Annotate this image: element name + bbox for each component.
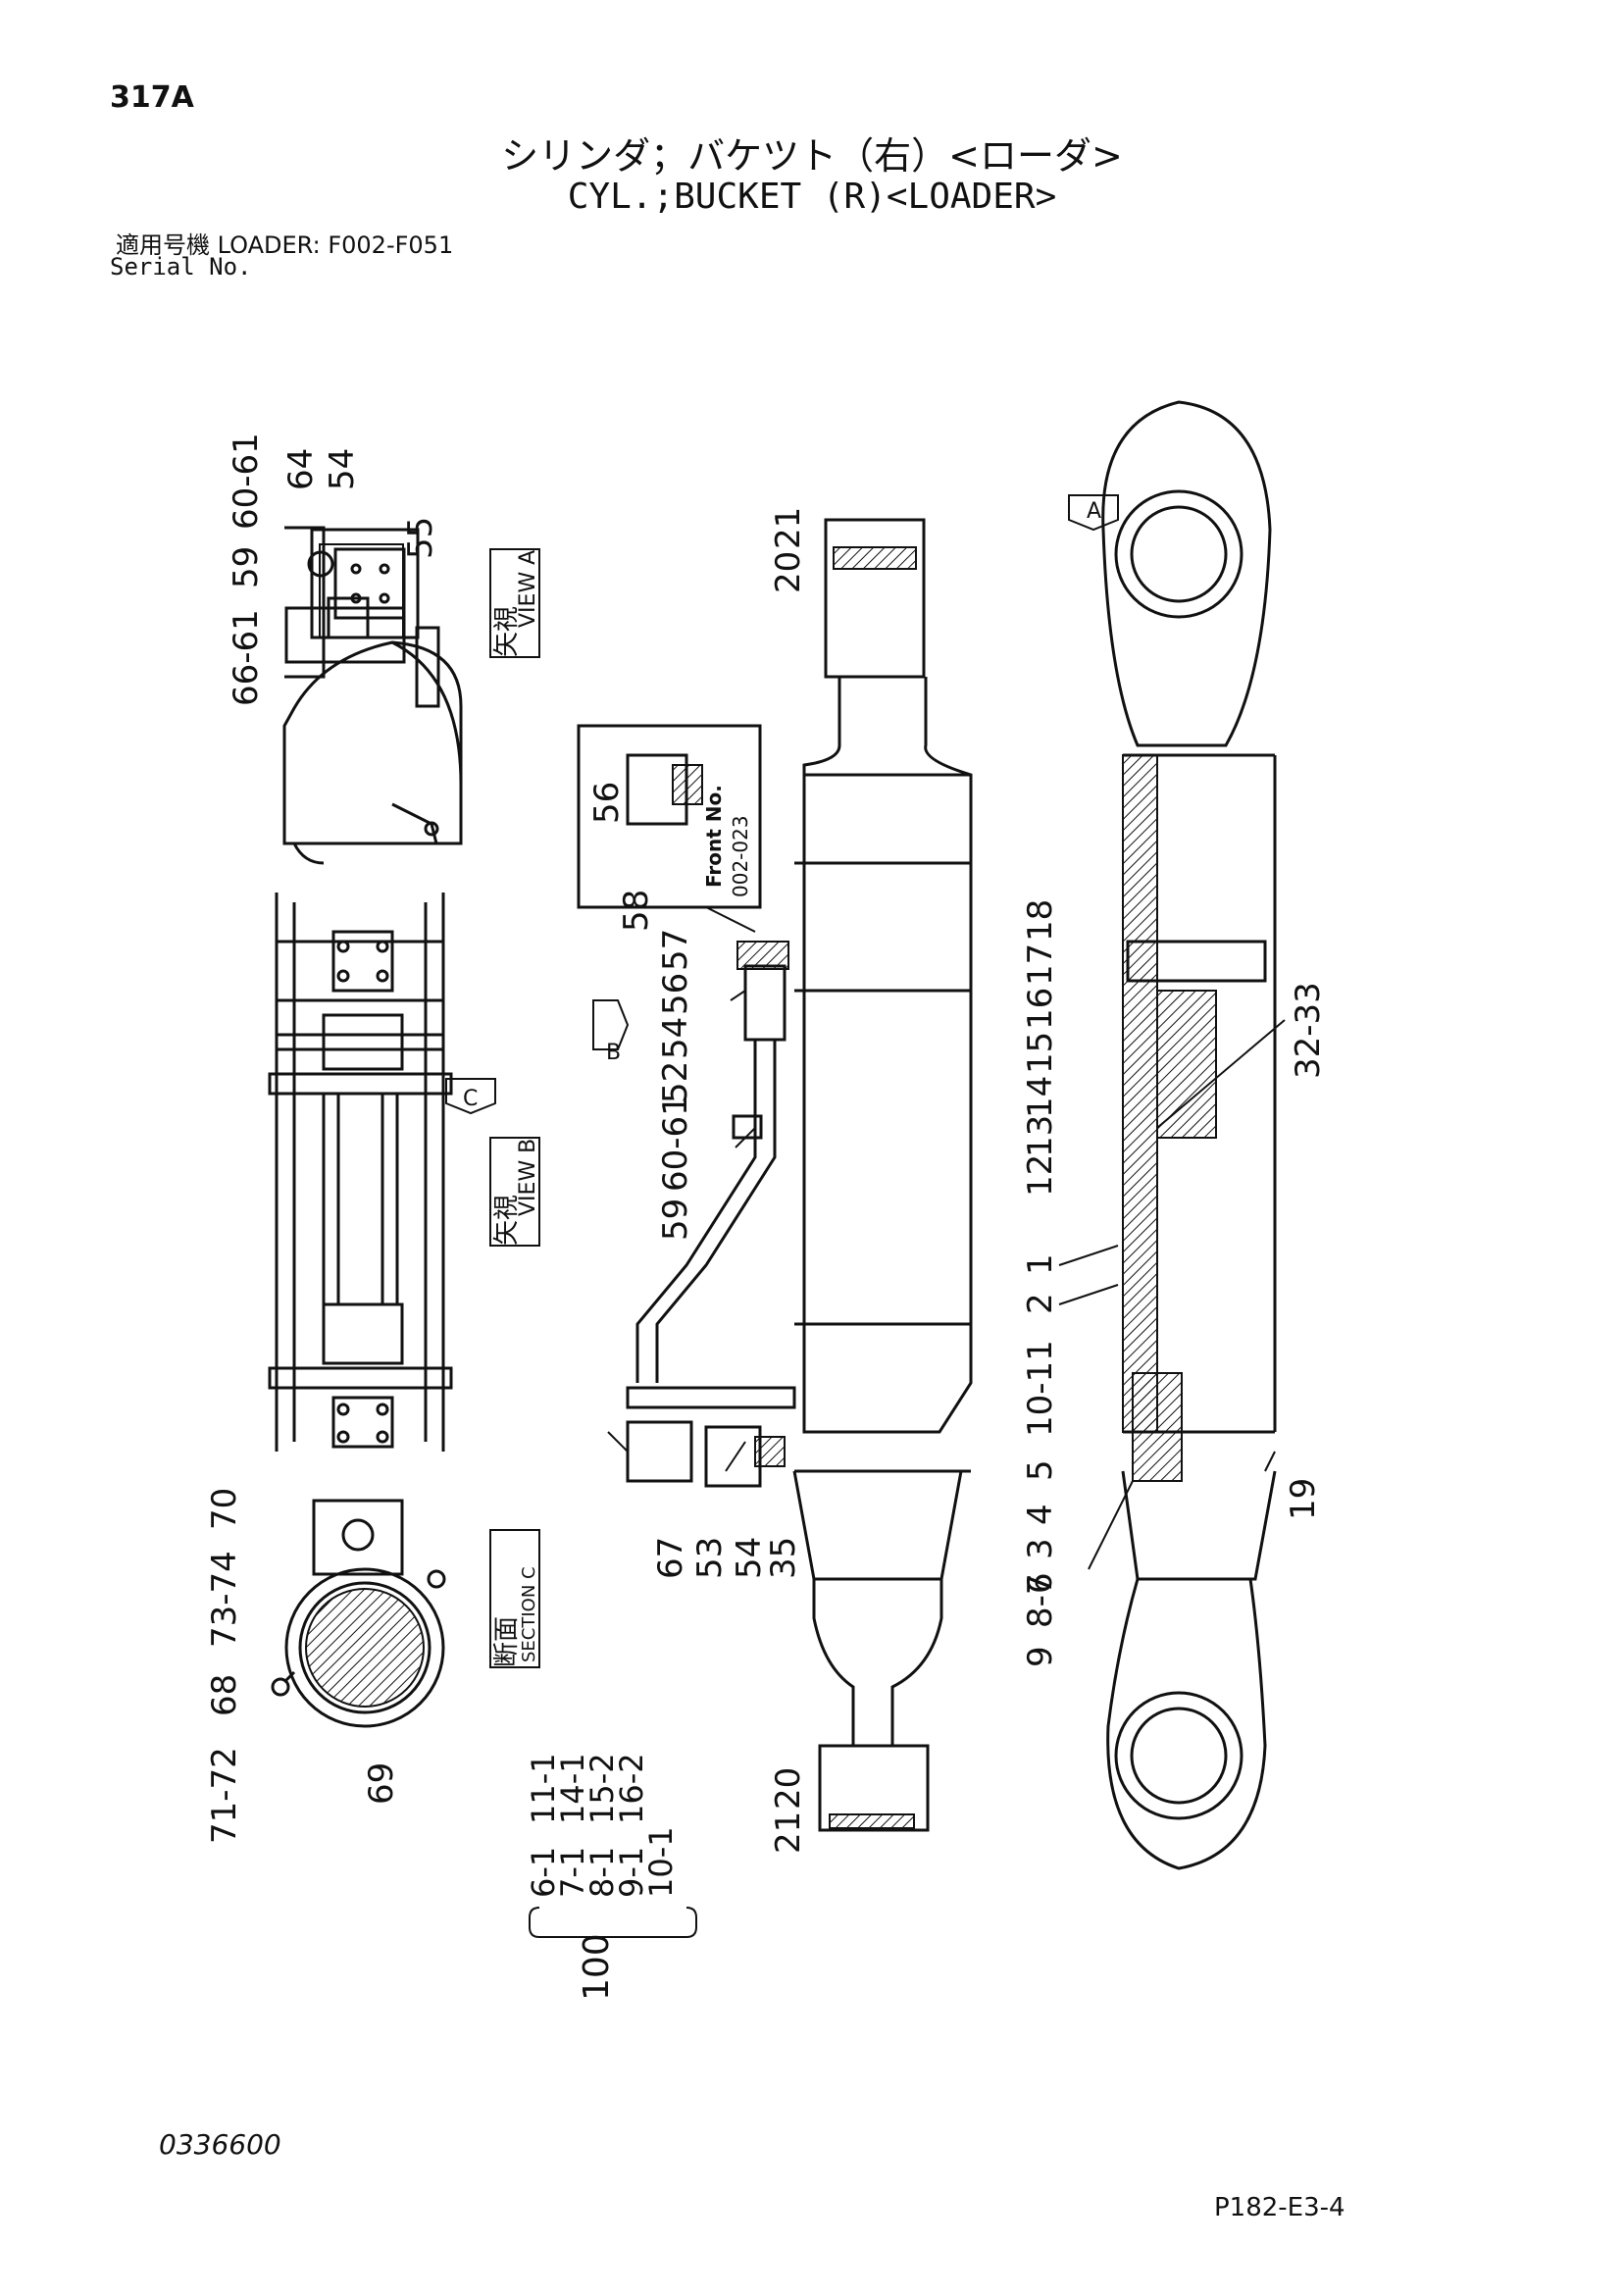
callout: 68 [205, 1674, 244, 1716]
callout: 9-1 [613, 1847, 650, 1898]
callout: 14 [1021, 1076, 1060, 1118]
callout: 21 [769, 507, 808, 549]
view-b-label-en: VIEW B [516, 1139, 540, 1216]
callout: 71-72 [205, 1747, 244, 1844]
marker-a: A [1087, 499, 1101, 524]
callout: 66-61 [227, 609, 266, 706]
callout: 13 [1021, 1115, 1060, 1157]
callout: 6-1 [525, 1847, 562, 1898]
callout: 11-1 [525, 1753, 562, 1824]
serial-label-japanese: 適用号機 LOADER: F002-F051 [116, 231, 454, 259]
callouts-section-c: 70 73-74 68 71-72 69 [205, 1488, 401, 1844]
callout: 60-61 [656, 1095, 695, 1192]
view-a-sketch [282, 526, 463, 865]
marker-b: B [606, 1041, 621, 1065]
title-japanese: シリンダ；バケツト（右）<ローダ> [501, 134, 1123, 178]
callout: 15-2 [584, 1753, 621, 1824]
callout: 52 [656, 1061, 695, 1103]
callout: 32-33 [1289, 982, 1328, 1079]
callout: 53 [690, 1537, 730, 1579]
callout: 56 [656, 973, 695, 1015]
callout: 4 [1021, 1504, 1060, 1525]
callout: 54 [730, 1537, 769, 1579]
inset-labels: 56 Front No. 002-023 [587, 782, 752, 897]
callout: 1 [1021, 1253, 1060, 1275]
callout: 8-1 [584, 1847, 621, 1898]
view-b-label-jp: 矢視 [492, 1195, 522, 1246]
callout: 19 [1284, 1478, 1323, 1520]
callout: 70 [205, 1488, 244, 1530]
section-c-box [489, 1529, 540, 1668]
cylinder-section-view [1101, 400, 1277, 1870]
callout: 16-2 [613, 1753, 650, 1824]
callout: 10-11 [1021, 1340, 1060, 1437]
kit-brace [529, 1907, 697, 1938]
inset-front-range: 002-023 [729, 815, 752, 897]
callout: 14-1 [554, 1753, 591, 1824]
callout: 10-1 [642, 1826, 680, 1898]
view-b-sketch [268, 893, 453, 1452]
leader-lines [607, 990, 1286, 1570]
inset-part: 56 [587, 782, 627, 824]
callout: 3 [1021, 1538, 1060, 1559]
callout: 59 [227, 546, 266, 588]
callout: 59 [656, 1199, 695, 1241]
callout: 2 [1021, 1293, 1060, 1314]
callouts-right: 32-33 18 17 16 15 14 13 12 1 2 10-11 5 4… [1021, 899, 1328, 1667]
callout: 12 [1021, 1154, 1060, 1197]
view-markers [445, 494, 1119, 1115]
callout: 8-7 [1021, 1573, 1060, 1628]
inset-front-label: Front No. [702, 785, 726, 888]
kit-list: 6-1 11-1 7-1 14-1 8-1 15-2 9-1 16-2 10-1… [525, 1753, 680, 2001]
callout: 16 [1021, 988, 1060, 1030]
view-labels: 矢視 VIEW A 矢視 VIEW B 断面 SECTION C A B C [463, 499, 1101, 1667]
callout: 15 [1021, 1032, 1060, 1074]
callout: 64 [281, 448, 321, 490]
view-b-box [489, 1137, 540, 1247]
callout: 17 [1021, 944, 1060, 986]
document-number: 0336600 [159, 2128, 281, 2161]
callout: 54 [323, 448, 362, 490]
callout: 69 [362, 1762, 401, 1805]
callouts-view-a: 66-61 59 60-61 64 54 55 [227, 433, 440, 706]
callout: 6 [1021, 1572, 1060, 1594]
view-a-label-jp: 矢視 [492, 606, 522, 657]
cylinder-external-view [626, 518, 973, 1832]
callout: 20 [769, 551, 808, 593]
callout: 5 [1021, 1459, 1060, 1481]
page-id: 317A [110, 80, 194, 115]
callouts-middle: 20 21 58 57 56 54 52 60-61 59 67 53 54 3… [617, 507, 808, 1854]
callout: 54 [656, 1017, 695, 1059]
inset-box [577, 724, 762, 933]
page-code: P182-E3-4 [1214, 2193, 1345, 2222]
callout: 18 [1021, 899, 1060, 942]
callout: 21 [769, 1811, 808, 1854]
callout: 9 [1021, 1646, 1060, 1667]
callout: 57 [656, 929, 695, 971]
callout: 7-1 [554, 1847, 591, 1898]
callout: 55 [401, 517, 440, 559]
view-a-label-en: VIEW A [516, 550, 540, 628]
view-a-box [489, 548, 540, 658]
callout: 35 [764, 1537, 803, 1579]
callout: 73-74 [205, 1551, 244, 1648]
kit-total: 100 [577, 1933, 617, 2001]
section-c-label-en: SECTION C [519, 1566, 539, 1662]
callout: 67 [651, 1537, 690, 1579]
callout: 20 [769, 1767, 808, 1810]
section-c-label-jp: 断面 [492, 1616, 522, 1667]
section-c-sketch [271, 1499, 446, 1728]
title-english: CYL.;BUCKET (R)<LOADER> [567, 177, 1057, 217]
callout: 58 [617, 890, 656, 932]
marker-c: C [463, 1087, 478, 1111]
callout: 60-61 [227, 433, 266, 530]
serial-label-english: Serial No. [110, 253, 252, 281]
